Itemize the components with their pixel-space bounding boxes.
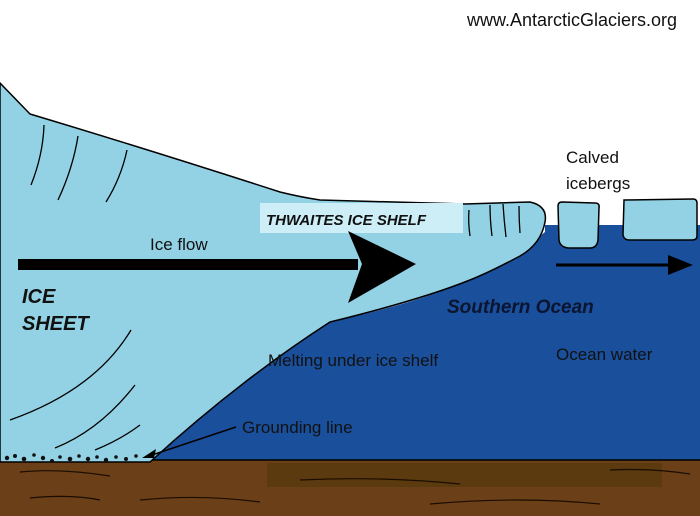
bedrock-strata	[19, 468, 691, 505]
ocean-water-label: Ocean water	[556, 345, 653, 364]
calved-icebergs-label-line1: Calved	[566, 148, 619, 167]
southern-ocean-label: Southern Ocean	[447, 297, 594, 318]
ice-flow-label: Ice flow	[150, 235, 208, 254]
iceberg-small	[557, 201, 600, 249]
grounding-line-label: Grounding line	[242, 418, 353, 437]
iceberg-large	[622, 198, 698, 241]
ice-sheet-label-line1: ICE	[22, 286, 56, 308]
grounding-line-pointer	[142, 426, 237, 458]
melting-label: Melting under ice shelf	[268, 351, 438, 370]
ice-shelf-label: THWAITES ICE SHELF	[266, 212, 427, 229]
ocean-water-body	[150, 225, 700, 462]
ice-shelf-label-bg	[260, 203, 463, 233]
ice-flow-arrow	[18, 231, 416, 303]
basal-debris	[4, 453, 138, 463]
ocean-current-arrow	[556, 255, 693, 275]
crevasses	[30, 124, 521, 238]
flow-lines	[9, 329, 141, 451]
ice-sheet-body	[0, 81, 547, 463]
website-label: www.AntarcticGlaciers.org	[466, 10, 677, 30]
calved-icebergs-label-line2: icebergs	[566, 174, 630, 193]
ice-sheet-label-line2: SHEET	[22, 313, 90, 335]
bedrock-layer	[267, 463, 662, 487]
